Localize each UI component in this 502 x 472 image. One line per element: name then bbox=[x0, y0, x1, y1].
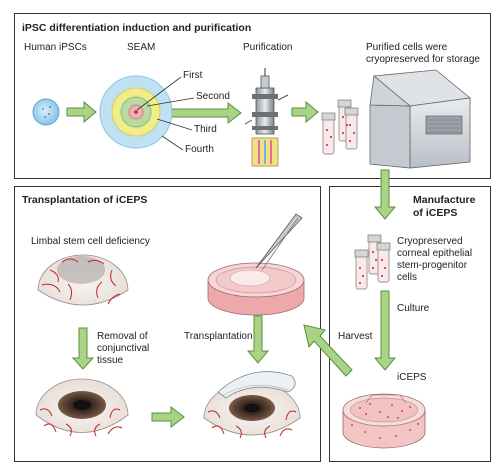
label-cryo-3: stem-progenitor bbox=[397, 260, 468, 271]
cell-icon bbox=[32, 98, 60, 126]
label-harvest: Harvest bbox=[338, 331, 373, 342]
label-culture: Culture bbox=[397, 303, 430, 314]
eye-icon-removed bbox=[35, 378, 129, 437]
purification-apparatus-icon bbox=[244, 68, 289, 167]
arrow-removal-down bbox=[71, 327, 95, 370]
label-zone-second: Second bbox=[196, 91, 230, 102]
panel-ipsc-differentiation bbox=[14, 13, 491, 179]
arrow-culture-down bbox=[373, 290, 397, 371]
arrow-purification-to-vials bbox=[291, 100, 319, 124]
title-transplantation: Transplantation of iCEPS bbox=[22, 194, 148, 206]
freezer-icon bbox=[369, 69, 471, 169]
label-removal-2: conjunctival bbox=[97, 343, 150, 354]
panel-manufacture bbox=[329, 186, 491, 462]
forceps-icon bbox=[255, 213, 303, 271]
label-iceps: iCEPS bbox=[397, 372, 427, 383]
arrow-ipsc-to-seam bbox=[66, 100, 97, 124]
label-cryo-2: corneal epithelial bbox=[397, 248, 473, 259]
contact-lens-icon bbox=[217, 371, 296, 399]
label-transplantation: Transplantation bbox=[184, 331, 253, 342]
petri-dish-icon bbox=[342, 393, 426, 449]
label-lscd: Limbal stem cell deficiency bbox=[31, 236, 150, 247]
label-cryo-4: cells bbox=[397, 272, 418, 283]
label-purification: Purification bbox=[243, 42, 293, 53]
vial-icon bbox=[321, 99, 359, 155]
arrow-eye-to-eye bbox=[151, 405, 185, 429]
label-human-ipscs: Human iPSCs bbox=[24, 42, 87, 53]
vial-icon-manufacture bbox=[354, 234, 391, 290]
arrow-harvest bbox=[303, 324, 353, 377]
label-removal-3: tissue bbox=[97, 355, 124, 366]
title-manufacture-2: of iCEPS bbox=[413, 207, 458, 219]
title-manufacture-1: Manufacture bbox=[413, 194, 476, 206]
title-ipsc-differentiation: iPSC differentiation induction and purif… bbox=[22, 22, 252, 34]
panel-transplantation bbox=[14, 186, 321, 462]
label-zone-third: Third bbox=[194, 124, 217, 135]
seam-zones-icon bbox=[99, 75, 195, 151]
arrow-seam-to-purification bbox=[171, 101, 242, 125]
label-zone-fourth: Fourth bbox=[185, 144, 214, 155]
label-removal-1: Removal of bbox=[97, 331, 148, 342]
petri-dish-icon-transplant bbox=[207, 262, 305, 316]
eye-icon-lscd bbox=[37, 254, 129, 306]
label-storage-line2: cryopreserved for storage bbox=[366, 54, 480, 65]
arrow-freezer-down bbox=[373, 169, 397, 220]
label-cryo-1: Cryopreserved bbox=[397, 236, 463, 247]
label-seam: SEAM bbox=[127, 42, 156, 53]
label-storage-line1: Purified cells were bbox=[366, 42, 448, 53]
label-zone-first: First bbox=[183, 70, 203, 81]
arrow-transplant-down bbox=[246, 315, 270, 364]
